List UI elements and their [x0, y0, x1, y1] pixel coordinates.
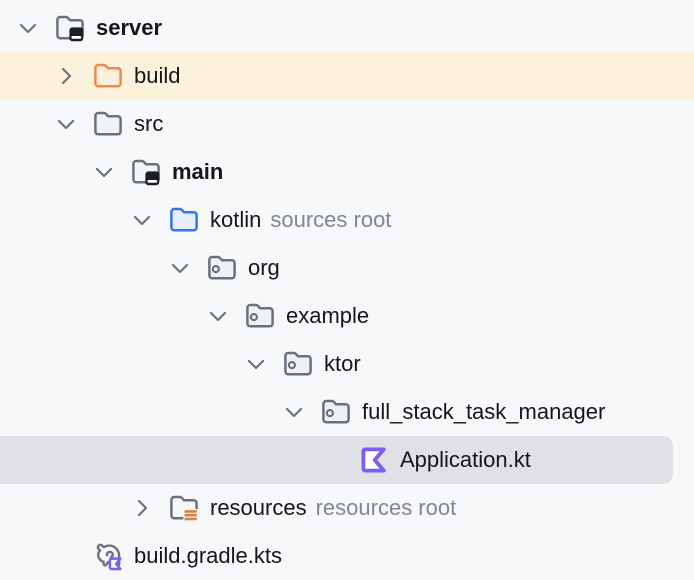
- kotlin-file-icon: [358, 444, 390, 476]
- chevron-down-icon[interactable]: [129, 207, 155, 233]
- resources-root-folder-icon: [168, 492, 200, 524]
- chevron-down-icon[interactable]: [243, 351, 269, 377]
- tree-row-server[interactable]: server: [0, 4, 694, 52]
- tree-row-resources[interactable]: resources resources root: [0, 484, 694, 532]
- chevron-down-icon[interactable]: [281, 399, 307, 425]
- sources-root-badge: sources root: [270, 207, 392, 232]
- tree-row-src[interactable]: src: [0, 100, 694, 148]
- tree-row-example[interactable]: example: [0, 292, 694, 340]
- tree-row-build-gradle-kts[interactable]: build.gradle.kts: [0, 532, 694, 580]
- package-folder-icon: [244, 300, 276, 332]
- tree-row-full-stack-task-manager[interactable]: full_stack_task_manager: [0, 388, 694, 436]
- excluded-folder-icon: [92, 60, 124, 92]
- tree-row-label: ktor: [324, 351, 361, 376]
- package-folder-icon: [282, 348, 314, 380]
- module-folder-icon: [54, 12, 86, 44]
- tree-row-org[interactable]: org: [0, 244, 694, 292]
- chevron-right-icon[interactable]: [53, 63, 79, 89]
- tree-row-label: example: [286, 303, 370, 328]
- chevron-right-icon[interactable]: [129, 495, 155, 521]
- tree-row-label: Application.kt: [400, 447, 531, 472]
- module-folder-icon: [130, 156, 162, 188]
- chevron-down-icon[interactable]: [15, 15, 41, 41]
- resources-root-badge: resources root: [315, 495, 457, 520]
- tree-row-label: src: [134, 111, 164, 136]
- tree-row-build[interactable]: build: [0, 52, 694, 100]
- chevron-spacer: [53, 543, 79, 569]
- sources-root-folder-icon: [168, 204, 200, 236]
- tree-row-main[interactable]: main: [0, 148, 694, 196]
- tree-row-label: build: [134, 63, 181, 88]
- tree-row-kotlin[interactable]: kotlin sources root: [0, 196, 694, 244]
- tree-row-label: build.gradle.kts: [134, 543, 282, 568]
- gradle-kotlin-script-icon: [92, 540, 124, 572]
- package-folder-icon: [206, 252, 238, 284]
- chevron-down-icon[interactable]: [53, 111, 79, 137]
- tree-row-label: org: [248, 255, 280, 280]
- tree-row-label: resources: [210, 495, 307, 520]
- tree-row-ktor[interactable]: ktor: [0, 340, 694, 388]
- tree-row-label: main: [172, 159, 224, 184]
- tree-row-application-kt[interactable]: Application.kt: [0, 436, 673, 484]
- chevron-down-icon[interactable]: [91, 159, 117, 185]
- tree-row-label: full_stack_task_manager: [362, 399, 606, 424]
- chevron-spacer: [319, 447, 345, 473]
- tree-row-label: kotlin: [210, 207, 262, 232]
- folder-icon: [92, 108, 124, 140]
- tree-row-label: server: [96, 15, 163, 40]
- chevron-down-icon[interactable]: [205, 303, 231, 329]
- package-folder-icon: [320, 396, 352, 428]
- chevron-down-icon[interactable]: [167, 255, 193, 281]
